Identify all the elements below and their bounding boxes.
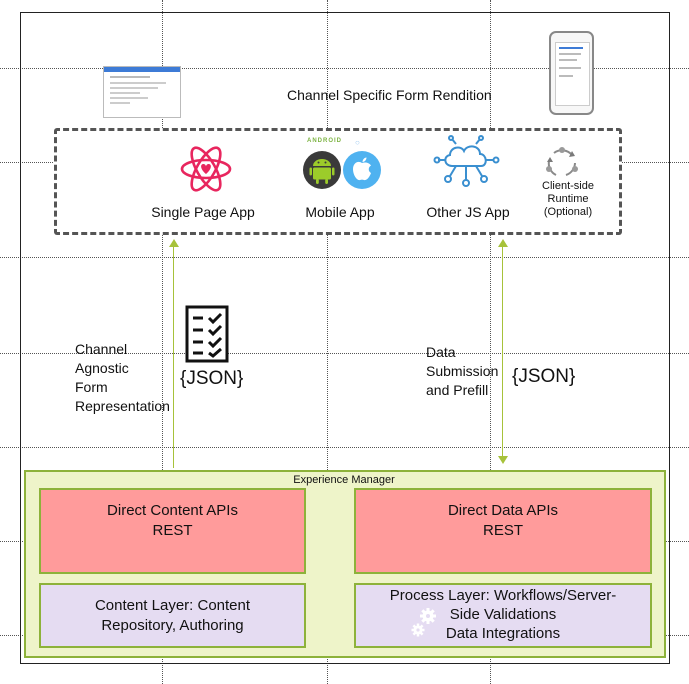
left-connector-line bbox=[173, 246, 174, 468]
left-connector-arrow-up bbox=[169, 239, 179, 247]
right-connector-arrow-up bbox=[498, 239, 508, 247]
cycle-arrows-icon bbox=[546, 147, 578, 176]
content-layer-box: Content Layer: Content Repository, Autho… bbox=[39, 583, 306, 648]
data-submission-label: Data Submission and Prefill bbox=[426, 344, 499, 398]
channel-agnostic-label: Channel Agnostic Form Representation bbox=[75, 341, 170, 414]
guide-line bbox=[0, 68, 689, 69]
checklist-icon bbox=[185, 305, 229, 363]
channel-item-label: Mobile App bbox=[305, 204, 375, 220]
right-json-label: {JSON} bbox=[512, 366, 576, 387]
right-connector-arrow-down bbox=[498, 456, 508, 464]
left-json-label: {JSON} bbox=[180, 368, 244, 389]
direct-data-apis-box: Direct Data APIs REST bbox=[354, 488, 652, 574]
guide-line bbox=[0, 353, 689, 354]
channel-item-label: Single Page App bbox=[151, 204, 255, 220]
guide-line bbox=[0, 447, 689, 448]
phone-mockup bbox=[549, 31, 594, 115]
direct-content-apis-box: Direct Content APIs REST bbox=[39, 488, 306, 574]
channel-item-label: Other JS App bbox=[426, 204, 510, 220]
guide-line bbox=[327, 0, 328, 684]
android-badge: ANDROID bbox=[307, 138, 342, 144]
guide-line bbox=[490, 0, 491, 684]
channel-title: Channel Specific Form Rendition bbox=[287, 87, 492, 103]
react-atom-icon bbox=[180, 146, 232, 192]
channel-item-label: Client-side Runtime (Optional) bbox=[542, 180, 594, 218]
guide-line bbox=[162, 0, 163, 684]
browser-screenshot-thumbnail bbox=[103, 66, 181, 118]
diagram-frame bbox=[20, 12, 670, 664]
android-apple-icon: ANDROID ○ bbox=[300, 138, 386, 194]
gears-icon bbox=[411, 608, 436, 637]
cloud-network-icon bbox=[433, 135, 500, 187]
channel-rendition-box bbox=[54, 128, 622, 235]
right-connector-line bbox=[502, 246, 503, 456]
guide-line bbox=[0, 257, 689, 258]
process-layer-box: Process Layer: Workflows/Server- Side Va… bbox=[354, 583, 652, 648]
experience-manager-title: Experience Manager bbox=[293, 474, 395, 486]
